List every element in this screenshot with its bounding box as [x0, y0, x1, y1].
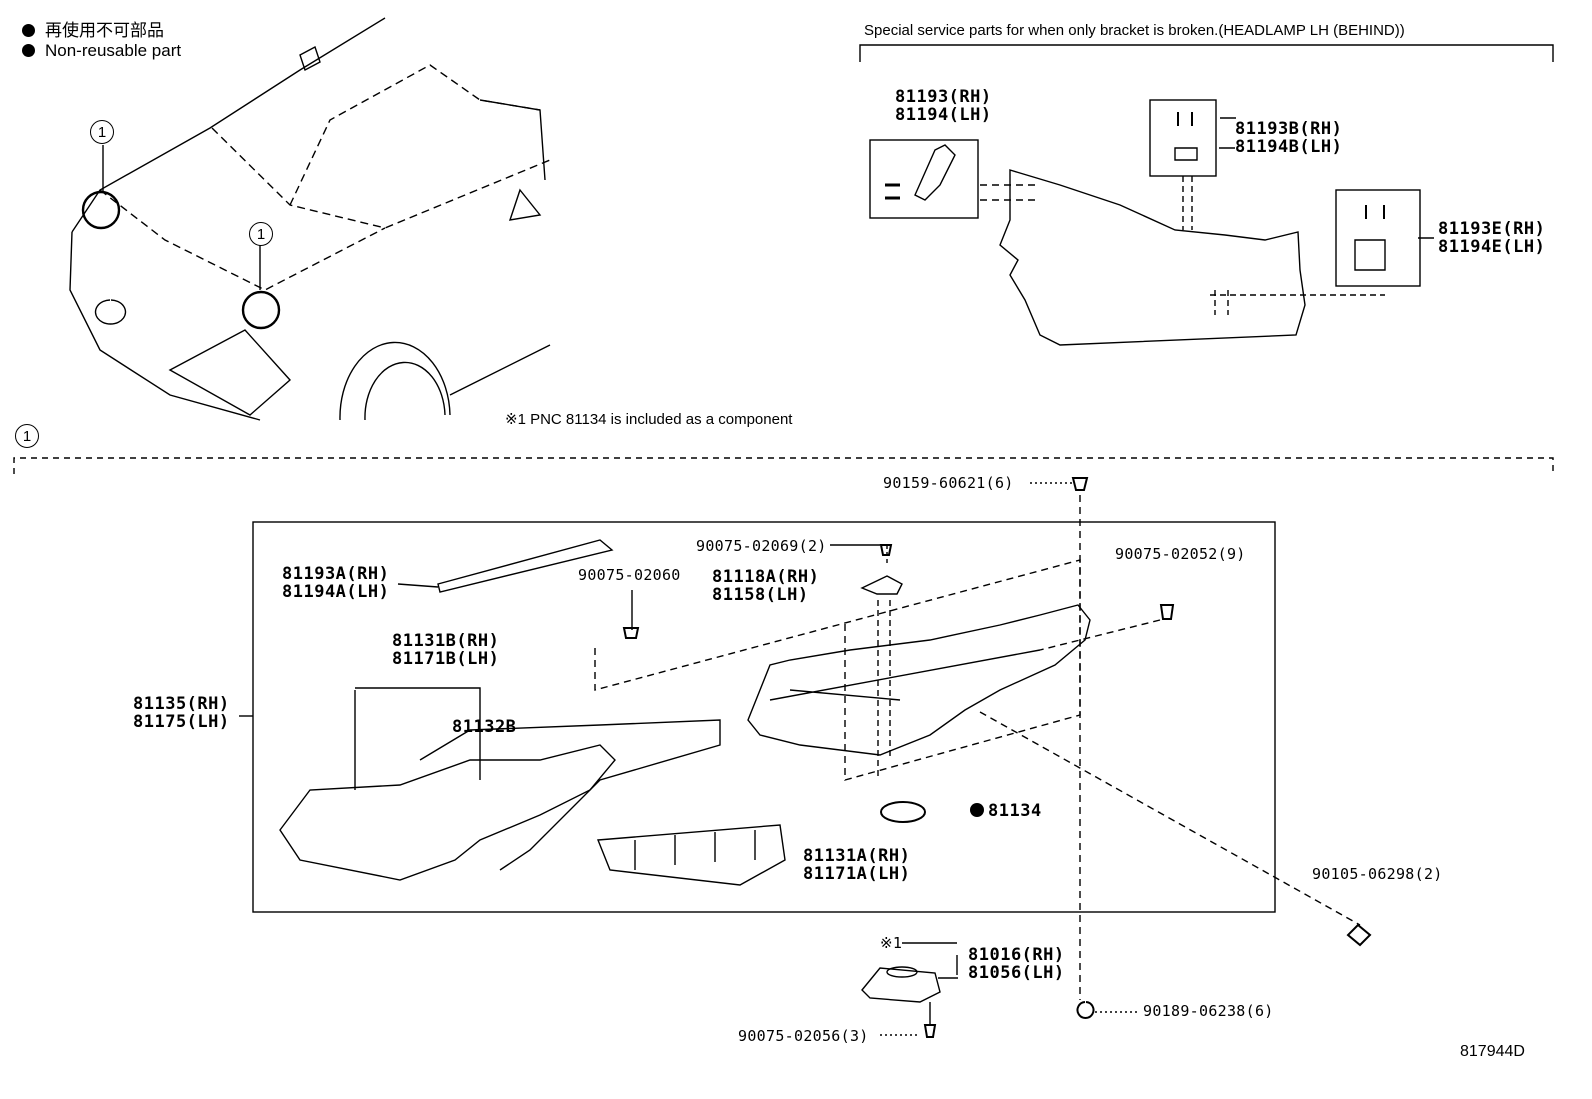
label-81016: 81016(RH)81056(LH) — [968, 945, 1065, 983]
car-illustration — [69, 17, 551, 421]
label-90189-06238: 90189-06238(6) — [1143, 1002, 1274, 1020]
legend-jp-text: 再使用不可部品 — [45, 21, 164, 40]
label-90075-02052: 90075-02052(9) — [1115, 545, 1246, 563]
label-81131b: 81131B(RH)81171B(LH) — [392, 631, 500, 669]
label-90075-02069: 90075-02069(2) — [696, 537, 827, 555]
legend-jp: 再使用不可部品 — [22, 16, 164, 41]
special-service-header: Special service parts for when only brac… — [864, 22, 1405, 39]
location-circle-2 — [241, 290, 281, 330]
label-81193a: 81193A(RH)81194A(LH) — [282, 564, 390, 602]
bullet-icon — [22, 44, 35, 57]
label-81134: 81134 — [970, 802, 1042, 820]
location-circle-1 — [81, 190, 121, 230]
label-81131a: 81131A(RH)81171A(LH) — [803, 846, 911, 884]
label-81132b: 81132B — [452, 717, 517, 737]
legend-en-text: Non-reusable part — [45, 41, 182, 60]
non-reusable-icon — [970, 803, 984, 817]
label-90105-06298: 90105-06298(2) — [1312, 865, 1443, 883]
footnote: ※1 PNC 81134 is included as a component — [505, 411, 793, 428]
label-81193: 81193(RH)81194(LH) — [895, 87, 992, 125]
callout-1-b: 1 — [249, 222, 273, 246]
label-90075-02056: 90075-02056(3) — [738, 1027, 869, 1045]
bullet-icon — [22, 24, 35, 37]
label-81193e: 81193E(RH)81194E(LH) — [1438, 219, 1546, 257]
callout-1-c: 1 — [15, 424, 39, 448]
legend-en: Non-reusable part — [22, 41, 181, 61]
label-90159-60621: 90159-60621(6) — [883, 474, 1014, 492]
label-ref1: ※1 — [880, 934, 903, 952]
callout-1-a: 1 — [90, 120, 114, 144]
label-81118a: 81118A(RH)81158(LH) — [712, 567, 820, 605]
label-81135: 81135(RH)81175(LH) — [133, 694, 230, 732]
label-90075-02060: 90075-02060 — [578, 566, 681, 584]
label-81193b: 81193B(RH)81194B(LH) — [1235, 119, 1343, 157]
diagram-id: 817944D — [1460, 1043, 1525, 1060]
